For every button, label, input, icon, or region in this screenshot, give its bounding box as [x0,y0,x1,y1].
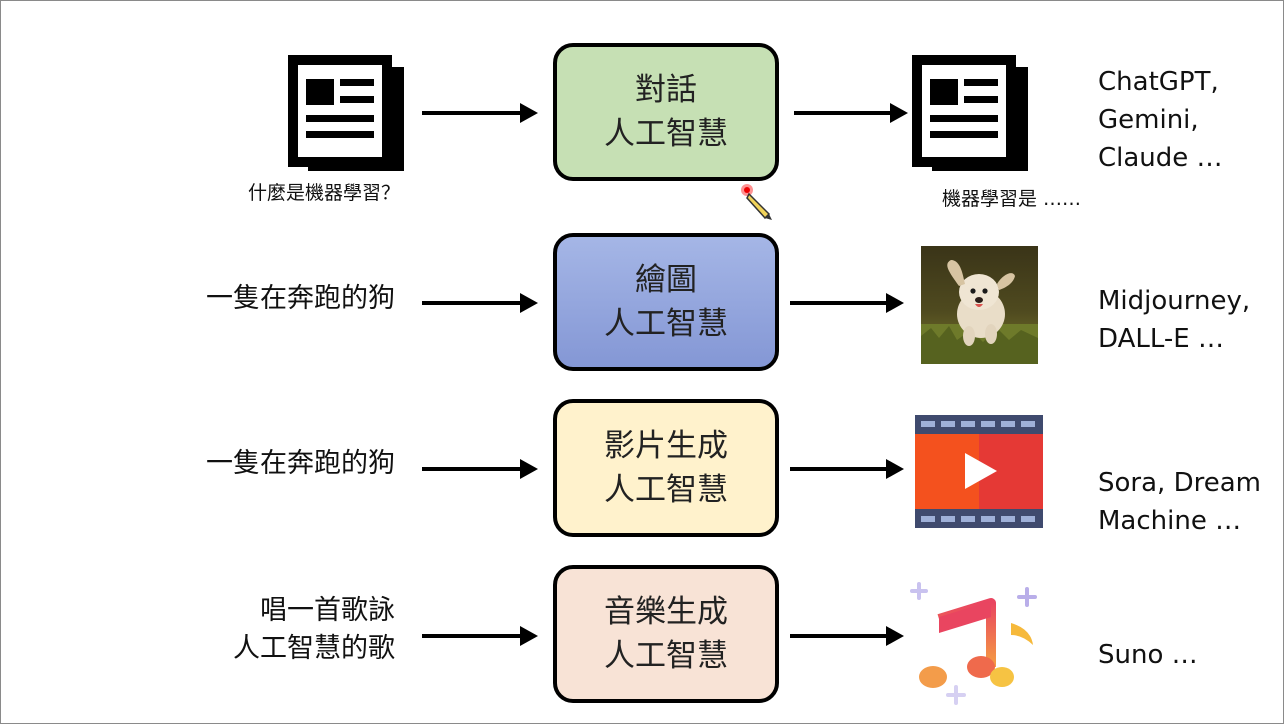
input-arrow-3 [422,459,538,479]
draw-prompt-text: 一隻在奔跑的狗 [206,283,395,314]
draw-ai-title: 繪圖 [635,262,697,298]
example-dalle: DALL-E … [1098,324,1224,354]
output-arrow-4 [790,626,904,646]
example-machine: Machine … [1098,506,1242,536]
music-ai-subtitle: 人工智慧 [604,638,728,674]
music-notes-icon [907,577,1043,707]
draw-ai-examples: Midjourney, DALL-E … [1098,282,1250,358]
example-claude: Claude … [1098,143,1223,173]
video-ai-box: 影片生成 人工智慧 [553,399,779,537]
output-arrow-1 [794,103,908,123]
draw-ai-box: 繪圖 人工智慧 [553,233,779,371]
video-prompt-text: 一隻在奔跑的狗 [206,448,395,479]
example-gemini: Gemini, [1098,105,1199,135]
input-arrow-1 [422,103,538,123]
input-arrow-4 [422,626,538,646]
output-arrow-2 [790,293,904,313]
chat-ai-examples: ChatGPT, Gemini, Claude … [1098,63,1223,177]
chat-ai-title: 對話 [635,72,697,108]
music-ai-examples: Suno … [1098,636,1198,674]
music-prompt-line2: 人工智慧的歌 [233,633,395,664]
example-chatgpt: ChatGPT, [1098,67,1219,97]
video-ai-title: 影片生成 [604,428,728,464]
draw-ai-subtitle: 人工智慧 [604,306,728,342]
example-midjourney: Midjourney, [1098,286,1251,316]
video-ai-subtitle: 人工智慧 [604,472,728,508]
video-ai-examples: Sora, Dream Machine … [1098,464,1261,540]
example-suno: Suno … [1098,640,1198,670]
music-ai-title: 音樂生成 [604,594,728,630]
example-sora-dream: Sora, Dream [1098,468,1261,498]
music-prompt-line1: 唱一首歌詠 [260,595,395,626]
input-newspaper-icon [288,55,406,173]
music-ai-box: 音樂生成 人工智慧 [553,565,779,703]
running-dog-image [921,246,1038,364]
video-film-icon [915,415,1043,528]
output-answer-caption: 機器學習是 …… [942,188,1082,210]
output-arrow-3 [790,459,904,479]
pen-cursor-icon [739,182,775,224]
music-prompt-text: 唱一首歌詠 人工智慧的歌 [233,592,395,668]
input-arrow-2 [422,293,538,313]
output-newspaper-icon [912,55,1030,173]
chat-ai-box: 對話 人工智慧 [553,43,779,181]
input-question-caption: 什麼是機器學習？ [248,182,401,204]
chat-ai-subtitle: 人工智慧 [604,116,728,152]
